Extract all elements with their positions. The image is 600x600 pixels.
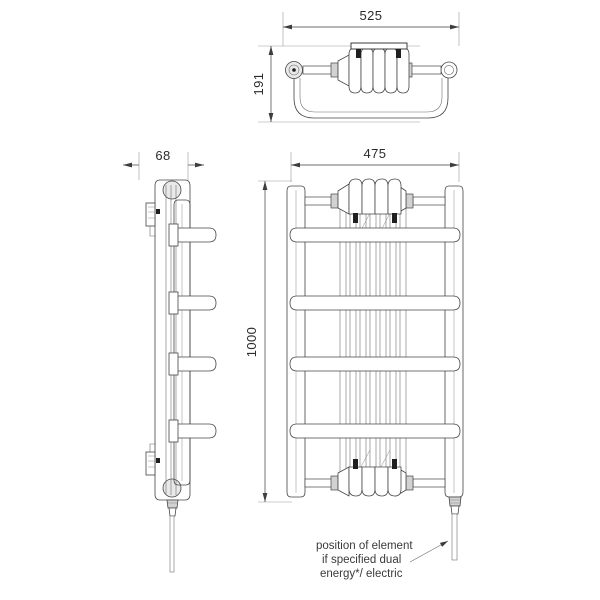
front-bottom-left-collar bbox=[337, 466, 350, 497]
front-rail-4 bbox=[289, 423, 461, 439]
annotation-line-3: energy*/ electric bbox=[320, 568, 403, 580]
dimension-label-1000: 1000 bbox=[244, 327, 259, 358]
top-left-bush bbox=[330, 62, 339, 78]
side-electric-element bbox=[166, 499, 179, 573]
side-rails bbox=[168, 223, 217, 443]
front-bottom-clip-left bbox=[353, 459, 358, 469]
annotation-line-2: if specified dual bbox=[322, 554, 401, 566]
front-top-clip-right bbox=[392, 213, 397, 223]
front-bottom-right-bush bbox=[405, 475, 414, 491]
top-bracket-bar bbox=[350, 42, 408, 50]
top-left-tube bbox=[302, 65, 334, 75]
top-view-group: 525 191 bbox=[251, 8, 460, 123]
front-top-manifold bbox=[304, 178, 446, 223]
side-top-bracket bbox=[145, 202, 160, 237]
top-left-collar bbox=[337, 54, 350, 87]
front-top-clip-left bbox=[353, 213, 358, 223]
dimension-label-191: 191 bbox=[251, 73, 266, 96]
front-bottom-manifold bbox=[304, 459, 446, 497]
side-bottom-bracket bbox=[145, 443, 160, 476]
front-view-group: 475 1000 bbox=[244, 146, 464, 561]
top-right-valve-outer bbox=[440, 61, 458, 79]
dimension-label-475: 475 bbox=[364, 146, 387, 161]
front-bottom-left-bush bbox=[330, 475, 339, 491]
front-top-right-tube bbox=[412, 196, 446, 206]
dimension-label-525: 525 bbox=[360, 8, 383, 23]
front-bottom-clip-right bbox=[392, 459, 397, 469]
top-left-valve-core bbox=[292, 68, 296, 72]
front-bottom-left-tube bbox=[304, 478, 334, 488]
annotation-leader-arrow bbox=[409, 540, 449, 563]
top-right-valve-inner bbox=[444, 65, 454, 75]
front-top-left-tube bbox=[304, 196, 334, 206]
top-hoop-outer bbox=[293, 76, 449, 119]
annotation-line-1: position of element bbox=[316, 540, 413, 552]
front-towel-rails bbox=[289, 227, 461, 439]
front-rail-3 bbox=[289, 356, 461, 372]
top-bracket-leg-right bbox=[396, 49, 401, 58]
top-hoop-inner bbox=[299, 78, 443, 113]
front-electric-element bbox=[448, 496, 462, 561]
front-top-right-bush bbox=[405, 193, 414, 209]
top-bracket-leg-left bbox=[356, 49, 361, 58]
side-body-outline bbox=[154, 179, 191, 501]
front-radiator-columns bbox=[339, 194, 407, 491]
top-left-valve-mid bbox=[288, 64, 300, 76]
front-rail-1 bbox=[289, 227, 461, 243]
front-bottom-right-tube bbox=[412, 478, 446, 488]
front-top-left-collar bbox=[337, 183, 350, 215]
side-view-group: 68 bbox=[123, 148, 217, 573]
annotation-group: position of element if specified dual en… bbox=[316, 540, 449, 580]
side-top-boss bbox=[162, 180, 182, 200]
top-column-bulbs bbox=[348, 47, 410, 94]
dimension-label-68: 68 bbox=[155, 148, 170, 163]
side-rail-post bbox=[173, 199, 191, 486]
top-right-tube bbox=[409, 65, 442, 75]
front-rail-2 bbox=[289, 295, 461, 311]
front-top-left-bush bbox=[330, 193, 339, 209]
side-bottom-boss bbox=[162, 478, 182, 498]
front-left-upright bbox=[286, 185, 306, 498]
